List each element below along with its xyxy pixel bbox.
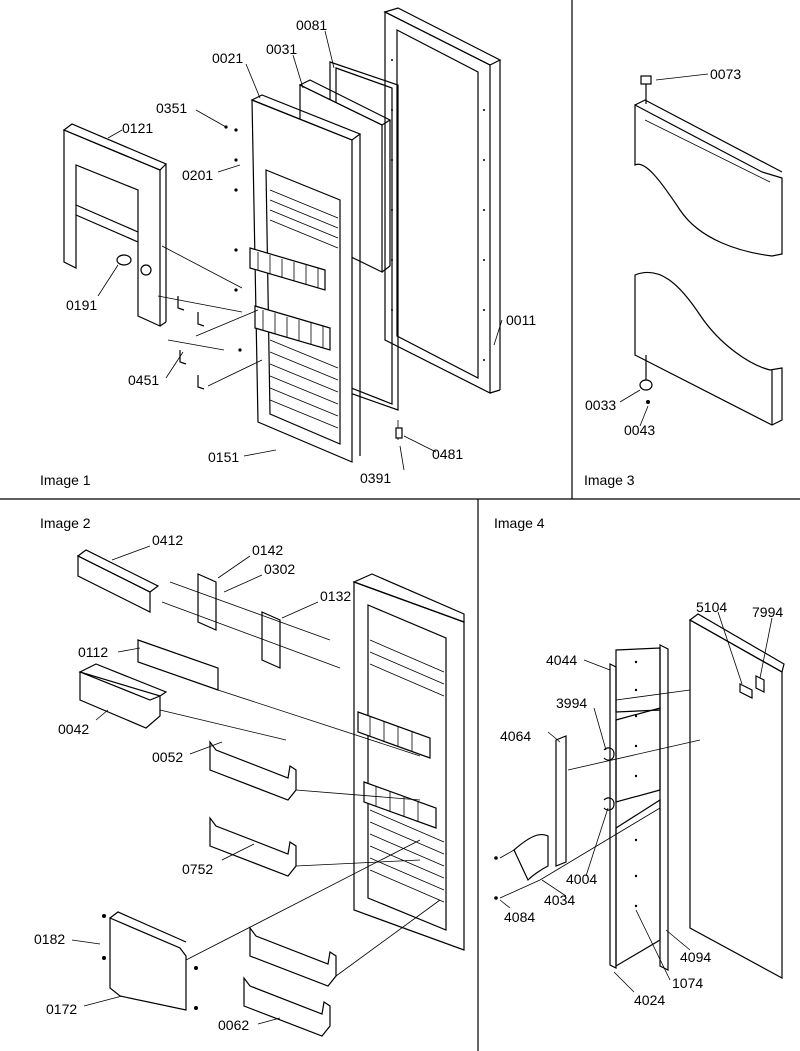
image4-drawing [494,613,785,980]
part-label-0043: 0043 [624,422,655,438]
part-label-0481: 0481 [432,446,463,462]
part-label-0112: 0112 [78,644,108,660]
part-label-0132: 0132 [320,588,351,604]
part-label-0172: 0172 [46,1001,77,1017]
panel-label-image1: Image 1 [40,472,91,488]
part-label-0011: 0011 [506,312,536,328]
image1-drawing [62,7,502,463]
part-label-0042: 0042 [58,721,89,737]
part-label-4044: 4044 [546,652,577,668]
part-label-0033: 0033 [585,397,616,413]
part-label-0062: 0062 [218,1017,249,1033]
image2-drawing [76,549,465,1037]
image2-labels: Image 2 0412 0142 0302 0132 0112 0042 00… [34,515,351,1033]
part-label-3994: 3994 [556,695,587,711]
part-label-4024: 4024 [634,992,665,1008]
part-label-0081: 0081 [296,17,327,33]
part-label-0451: 0451 [128,372,159,388]
part-label-4084: 4084 [504,909,535,925]
panel-label-image4: Image 4 [494,515,545,531]
part-label-0151: 0151 [208,449,239,465]
image3-drawing [634,75,783,426]
image4-labels: Image 4 5104 7994 4044 3994 4064 4004 40… [494,515,783,1008]
part-label-4004: 4004 [566,871,597,887]
part-label-0201: 0201 [182,167,213,183]
image1-labels: 0081 0031 0021 0351 0121 0201 0191 0011 … [40,17,536,488]
image3-labels: 0073 0033 0043 Image 3 [584,66,741,488]
part-label-0412: 0412 [152,532,183,548]
part-label-0142: 0142 [252,542,283,558]
part-label-1074: 1074 [672,975,703,991]
part-label-0302: 0302 [264,561,295,577]
part-label-4034: 4034 [544,892,575,908]
part-label-0191: 0191 [66,297,97,313]
part-label-0391: 0391 [360,470,391,486]
part-label-0121: 0121 [122,120,153,136]
part-label-0073: 0073 [710,66,741,82]
part-label-4064: 4064 [500,728,531,744]
part-label-0031: 0031 [266,41,297,57]
part-label-0351: 0351 [156,100,187,116]
part-label-0752: 0752 [182,861,213,877]
part-label-0182: 0182 [34,931,65,947]
part-label-5104: 5104 [696,599,727,615]
part-label-4094: 4094 [680,949,711,965]
part-label-0052: 0052 [152,749,183,765]
panel-label-image2: Image 2 [40,515,91,531]
panel-label-image3: Image 3 [584,472,635,488]
part-label-7994: 7994 [752,604,783,620]
part-label-0021: 0021 [212,50,243,66]
